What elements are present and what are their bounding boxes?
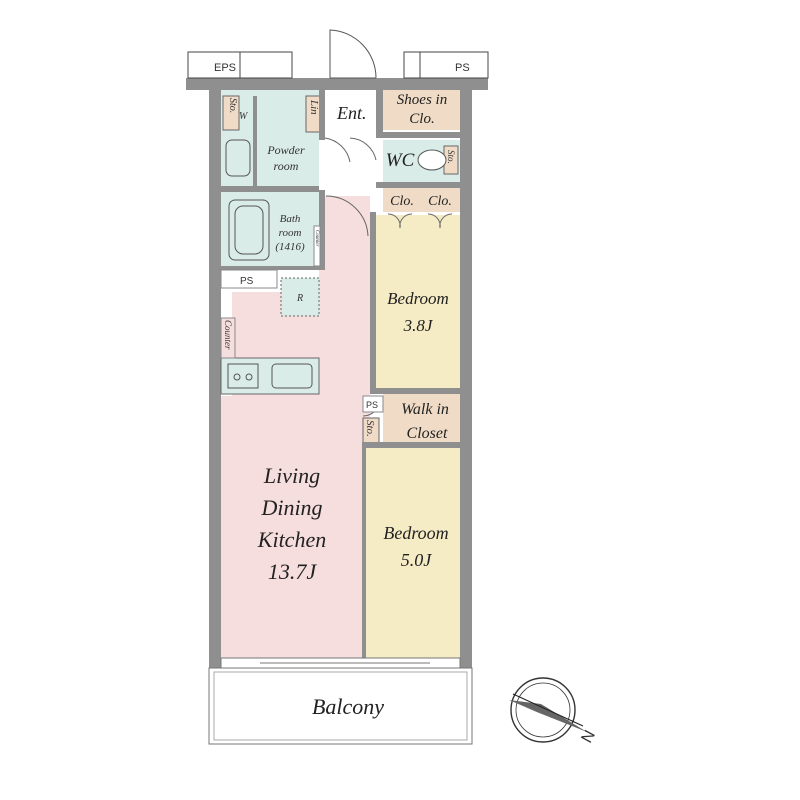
counter-bath-label: Counter [314, 230, 319, 246]
washer-label: W [239, 111, 249, 122]
refrigerator-label: R [296, 293, 303, 304]
ldk-line-2: Dining [260, 495, 322, 520]
ps-top-label: PS [455, 62, 470, 74]
shoes-closet-label-2: Clo. [409, 111, 434, 127]
hall-floor [319, 196, 370, 292]
kitchen-sink [271, 363, 313, 389]
ldk-line-1: Living [263, 463, 320, 488]
walk-in-closet-floor [383, 394, 460, 444]
top-slab [186, 51, 489, 90]
left-wall [209, 90, 221, 668]
balcony-area [208, 667, 473, 745]
compass-icon [509, 677, 587, 743]
ps-bath-label: PS [240, 276, 254, 287]
storage-small-label: Sto. [227, 98, 238, 113]
counter-left-label: Counter [223, 320, 233, 350]
bedroom-2-size: 5.0J [401, 550, 433, 570]
ps-bath-shaft [220, 269, 278, 289]
walk-in-closet-label-1: Walk in [401, 401, 449, 418]
bath-room-label-3: (1416) [275, 241, 305, 253]
closet-b-floor [421, 186, 460, 212]
ps-walkin-shaft [362, 395, 384, 413]
eps-label: EPS [214, 62, 236, 74]
ldk-size: 13.7J [268, 559, 318, 584]
closet-b-label: Clo. [428, 194, 452, 209]
wc-label: WC [386, 150, 415, 171]
bedroom-1-floor [375, 215, 460, 390]
linen-label: Lin [308, 99, 320, 115]
bathtub [228, 199, 270, 261]
balcony-windows [220, 657, 461, 669]
counter-bath [313, 225, 321, 267]
walk-in-closet-label-2: Closet [407, 425, 448, 442]
bedroom-2-floor [366, 448, 460, 658]
stove [227, 363, 259, 389]
storage-small-bath [222, 95, 240, 131]
kitchen-counter [220, 357, 320, 395]
bedroom-1-size: 3.8J [403, 316, 434, 335]
entrance-floor [325, 90, 376, 132]
sto-walkin-label: Sto. [364, 420, 376, 437]
bath-room-label-2: room [279, 227, 302, 239]
bedroom-1-name: Bedroom [387, 289, 449, 308]
interior-walls [221, 90, 460, 658]
ldk-floor [221, 396, 370, 658]
right-wall [460, 90, 472, 668]
north-label: N [579, 728, 599, 746]
shoes-closet-floor [383, 90, 460, 130]
ps-walkin-label: PS [366, 400, 378, 410]
toilet [417, 149, 447, 171]
balcony-label: Balcony [312, 694, 384, 719]
counter-left [220, 317, 236, 359]
powder-basin [225, 139, 251, 177]
entrance-door[interactable] [329, 29, 377, 79]
powder-room-label-1: Powder [266, 143, 305, 157]
shoes-closet-label-1: Shoes in [397, 92, 447, 108]
powder-room-label-2: room [274, 159, 299, 173]
sto-wc-label: Sto. [446, 150, 456, 164]
bath-room-label-1: Bath [280, 213, 301, 225]
refrigerator-space [280, 277, 320, 317]
closet-a-label: Clo. [390, 194, 414, 209]
bedroom-2-name: Bedroom [383, 523, 448, 543]
ldk-line-3: Kitchen [257, 527, 326, 552]
entrance-label: Ent. [336, 103, 367, 123]
closet-a-floor [383, 186, 421, 212]
